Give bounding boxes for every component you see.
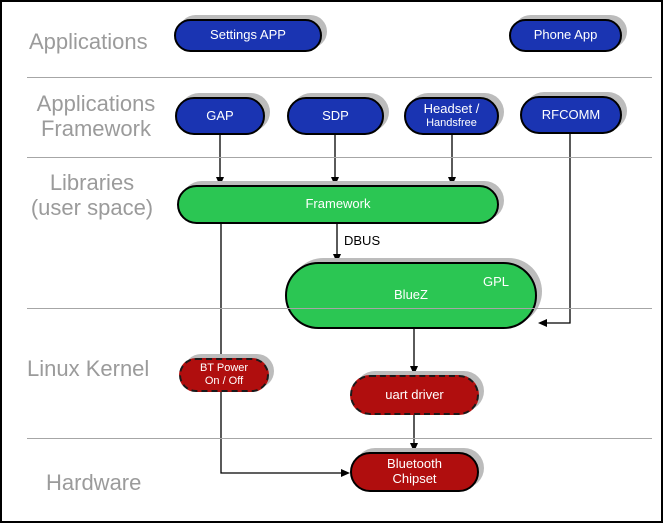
layer-label-applications: Applications — [29, 29, 148, 54]
layer-label-line: Framework — [40, 116, 151, 141]
node-bt-power: BT Power On / Off — [179, 358, 269, 392]
node-settings-app-label: Settings APP — [210, 27, 286, 43]
node-bluez-label: BlueZ — [394, 287, 428, 303]
arrow-down-icon — [410, 366, 418, 375]
node-uart-driver: uart driver — [350, 375, 479, 415]
connector-rfcomm-to-bluez — [544, 133, 571, 324]
layer-divider — [27, 77, 652, 78]
layer-divider — [27, 308, 652, 309]
node-sdp-label: SDP — [322, 107, 349, 123]
layer-label-line: (user space) — [30, 195, 154, 220]
layer-label-line: Applications — [36, 91, 156, 116]
layer-label-line: Libraries — [49, 170, 135, 195]
dbus-label: DBUS — [344, 233, 381, 248]
node-bluetooth-chipset: Bluetooth Chipset — [350, 452, 479, 492]
node-bluez: BlueZ GPL — [285, 262, 537, 329]
node-phone-app: Phone App — [509, 19, 622, 52]
node-rfcomm: RFCOMM — [520, 96, 622, 134]
node-framework-label: Framework — [305, 196, 371, 212]
node-headset-handsfree: Headset / Handsfree — [404, 97, 499, 135]
node-headset-label-line2: Handsfree — [426, 117, 477, 130]
layer-divider — [27, 157, 652, 158]
arrow-right-icon — [341, 469, 350, 477]
layer-divider — [27, 438, 652, 439]
layer-label-linux-kernel: Linux Kernel — [27, 356, 150, 381]
node-headset-label-line1: Headset / — [423, 101, 480, 117]
gpl-badge: GPL — [482, 274, 509, 289]
layer-label-hardware: Hardware — [46, 470, 142, 495]
node-rfcomm-label: RFCOMM — [541, 106, 601, 122]
layer-label-libraries: Libraries(user space) — [17, 170, 167, 220]
node-framework: Framework — [177, 185, 499, 224]
node-gap: GAP — [175, 97, 265, 135]
arrow-left-icon — [538, 319, 547, 327]
node-settings-app: Settings APP — [174, 19, 322, 52]
node-sdp: SDP — [287, 97, 384, 135]
node-bt-power-label-line2: On / Off — [204, 375, 244, 387]
arrow-down-icon — [410, 443, 418, 452]
node-bt-power-label-line1: BT Power — [199, 362, 249, 375]
node-chipset-label-line1: Bluetooth — [387, 456, 442, 472]
node-gap-label: GAP — [206, 107, 234, 123]
node-chipset-label-line2: Chipset — [392, 471, 437, 486]
node-uart-driver-label: uart driver — [385, 386, 444, 402]
node-phone-app-label: Phone App — [533, 27, 598, 43]
